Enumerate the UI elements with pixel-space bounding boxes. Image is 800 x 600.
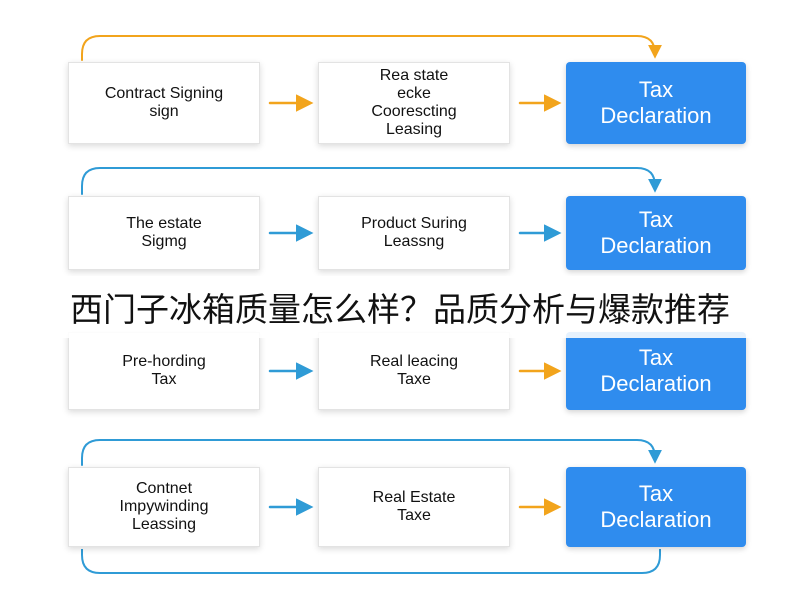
box-label-line: Taxe — [397, 371, 431, 388]
box-label-line: Tax — [638, 207, 674, 232]
box-label-line: Leassing — [131, 516, 197, 533]
box-label-line: Coorescting — [371, 103, 457, 120]
box-label-line: Declaration — [600, 103, 712, 128]
box-label-line: Real leacing — [369, 353, 459, 370]
box-label-line: Declaration — [600, 233, 712, 258]
box-label-line: Impywinding — [119, 498, 209, 515]
box-label-line: Tax — [151, 371, 177, 388]
box-label-line: Tax — [638, 345, 674, 370]
box-label-line: Contnet — [135, 480, 193, 497]
box-label-line: Taxe — [397, 507, 431, 524]
loop-connector-top-row1 — [81, 35, 662, 61]
box-label-line: Declaration — [600, 371, 712, 396]
box-label-line: Real Estate — [372, 489, 456, 506]
box-label-line: Pre-hording — [122, 353, 206, 370]
box-label-line: Contract Signing — [104, 85, 224, 102]
loop-connector-top-row2 — [81, 167, 662, 195]
box-label-line: Tax — [638, 481, 674, 506]
box-label-line: Sigmg — [141, 233, 187, 250]
box-label-line: Leasing — [385, 121, 443, 138]
box-label-line: Product Suring — [361, 215, 467, 232]
loop-connector-top-row4 — [81, 439, 662, 466]
banner-title: 西门子冰箱质量怎么样？品质分析与爆款推荐 — [70, 290, 730, 329]
box-label-line: The estate — [126, 215, 202, 232]
loop-connector-bottom-row4 — [81, 549, 661, 574]
title-banner: 西门子冰箱质量怎么样？品质分析与爆款推荐 — [0, 276, 800, 338]
box-label-line: Tax — [638, 77, 674, 102]
box-label-line: sign — [149, 103, 179, 120]
box-label-line: Rea state — [379, 67, 449, 84]
box-label-line: Leassng — [383, 233, 445, 250]
box-label-line: ecke — [397, 85, 431, 102]
box-label-line: Declaration — [600, 507, 712, 532]
